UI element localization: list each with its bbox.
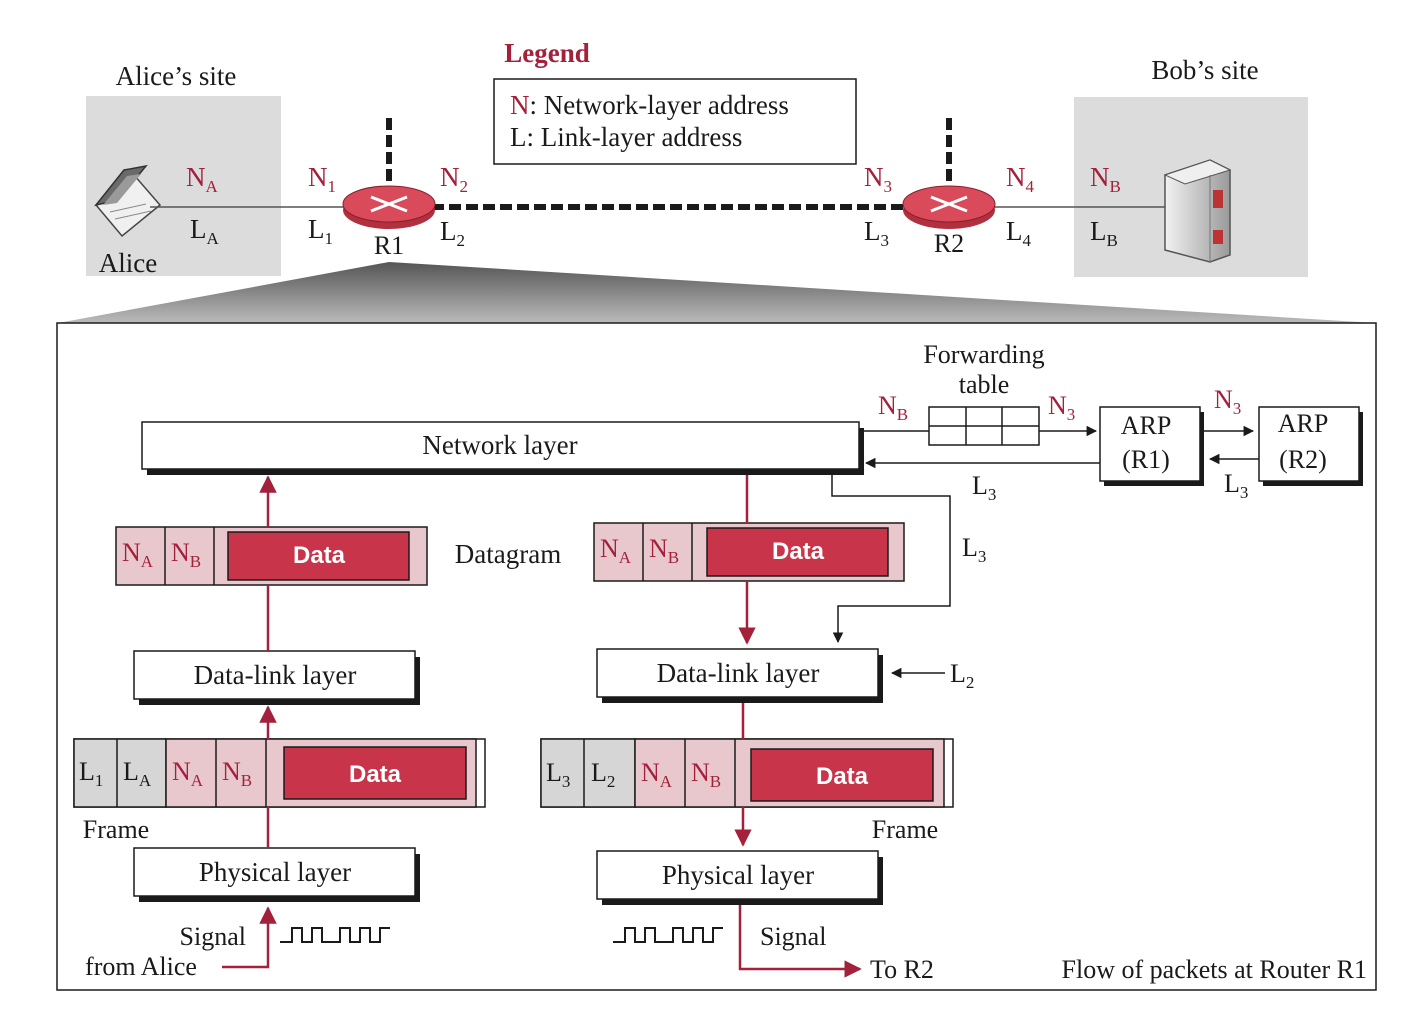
datalink-right-label: Data-link layer bbox=[657, 658, 820, 688]
to-r2-label: To R2 bbox=[870, 955, 934, 984]
addr-n4: N4 bbox=[1006, 162, 1035, 196]
frame-right-label: Frame bbox=[872, 815, 938, 844]
datagram-label: Datagram bbox=[455, 539, 561, 569]
datalink-left-label: Data-link layer bbox=[194, 660, 357, 690]
fr-left-data: Data bbox=[349, 761, 402, 788]
arp-r1-label: (R1) bbox=[1122, 445, 1170, 474]
signal-in-arrow bbox=[222, 906, 277, 969]
router-icon bbox=[902, 185, 996, 229]
physical-left-label: Physical layer bbox=[199, 857, 351, 887]
legend-title: Legend bbox=[504, 38, 590, 68]
fwd-n3-label: N3 bbox=[1048, 391, 1075, 424]
arp-r1-title: ARP bbox=[1121, 411, 1172, 440]
server-icon bbox=[1163, 159, 1232, 263]
addr-nb: NB bbox=[1090, 162, 1121, 196]
frame-right bbox=[540, 738, 954, 808]
physical-left-box bbox=[133, 847, 416, 897]
arp-r1-box bbox=[1099, 406, 1201, 482]
datagram-left bbox=[115, 526, 428, 586]
fwd-nb-label: NB bbox=[878, 391, 908, 424]
datalink-l2-label: L2 bbox=[950, 659, 974, 692]
dg-left-na: NA bbox=[122, 538, 154, 571]
path-l3-label: L3 bbox=[962, 533, 986, 566]
caption-label: Flow of packets at Router R1 bbox=[1062, 955, 1367, 984]
router-r1-label: R1 bbox=[374, 231, 404, 260]
l3-to-datalink-arrow bbox=[831, 475, 951, 644]
fr-right-l3: L3 bbox=[546, 758, 570, 791]
net-l3-label: L3 bbox=[972, 471, 996, 504]
arp-r2-label: (R2) bbox=[1279, 445, 1327, 474]
frame-left-label: Frame bbox=[83, 815, 149, 844]
signal-waveform-left bbox=[280, 927, 390, 943]
legend-box bbox=[493, 78, 857, 165]
arp-n3-label: N3 bbox=[1214, 385, 1241, 418]
addr-na: NA bbox=[186, 162, 219, 196]
forwarding-table-label-1: Forwarding bbox=[923, 340, 1044, 369]
frame-left bbox=[73, 738, 486, 808]
zoom-fan bbox=[58, 262, 1376, 323]
datagram-right bbox=[593, 522, 905, 582]
arp-l3-label: L3 bbox=[1224, 469, 1248, 502]
addr-l2: L2 bbox=[440, 216, 465, 250]
fr-right-data: Data bbox=[816, 763, 869, 790]
network-layer-label: Network layer bbox=[422, 430, 577, 460]
addr-lb: LB bbox=[1090, 216, 1118, 250]
dg-right-nb: NB bbox=[649, 534, 679, 567]
physical-right-box bbox=[596, 850, 879, 900]
alice-site-label: Alice’s site bbox=[116, 61, 237, 91]
addr-la: LA bbox=[190, 214, 220, 248]
addr-n2: N2 bbox=[440, 162, 468, 196]
bob-site-label: Bob’s site bbox=[1151, 55, 1258, 85]
dg-right-na: NA bbox=[600, 534, 632, 567]
forwarding-table bbox=[928, 406, 1040, 446]
addr-n3: N3 bbox=[864, 162, 892, 196]
datalink-right-box bbox=[596, 648, 879, 698]
arp-r2-box bbox=[1258, 406, 1360, 482]
signal-left-label: Signal bbox=[180, 922, 246, 951]
fr-left-la: LA bbox=[123, 757, 152, 790]
fr-left-na: NA bbox=[172, 757, 204, 790]
addr-l4: L4 bbox=[1006, 216, 1032, 250]
dg-right-data: Data bbox=[772, 538, 825, 565]
alice-label: Alice bbox=[99, 248, 157, 278]
router-r2-label: R2 bbox=[934, 229, 964, 258]
arp-r2-title: ARP bbox=[1278, 409, 1329, 438]
dg-left-data: Data bbox=[293, 542, 346, 569]
fr-right-nb: NB bbox=[691, 758, 721, 791]
addr-l1: L1 bbox=[308, 214, 333, 248]
forwarding-table-label-2: table bbox=[959, 370, 1010, 399]
addr-l3: L3 bbox=[864, 216, 889, 250]
laptop-icon bbox=[94, 164, 162, 238]
signal-out-arrow bbox=[738, 905, 862, 978]
network-layer-box bbox=[141, 421, 860, 470]
fr-right-na: NA bbox=[641, 758, 673, 791]
router-icon bbox=[342, 185, 436, 229]
fr-left-nb: NB bbox=[222, 757, 252, 790]
from-alice-label: from Alice bbox=[85, 952, 197, 981]
signal-right-label: Signal bbox=[760, 922, 826, 951]
datalink-left-box bbox=[133, 650, 416, 700]
dg-left-nb: NB bbox=[171, 538, 201, 571]
addr-n1: N1 bbox=[308, 162, 336, 196]
legend-network-address: N: Network-layer address bbox=[510, 90, 789, 120]
legend-link-address: L: Link-layer address bbox=[510, 122, 742, 152]
signal-waveform-right bbox=[613, 927, 723, 943]
physical-right-label: Physical layer bbox=[662, 860, 814, 890]
fr-right-l2: L2 bbox=[591, 758, 615, 791]
fr-left-l1: L1 bbox=[79, 757, 103, 790]
